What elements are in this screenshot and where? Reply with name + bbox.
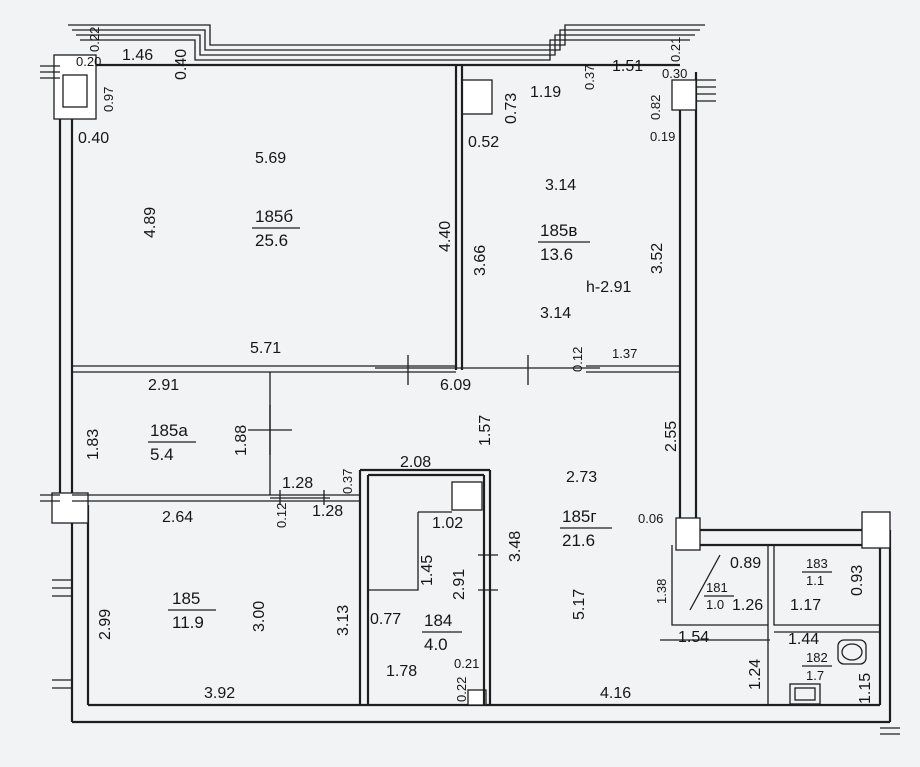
dim-2-08: 2.08 xyxy=(400,454,431,471)
dim-0-89: 0.89 xyxy=(730,555,761,572)
dim-1-45: 1.45 xyxy=(419,555,436,586)
dim-0-19: 0.19 xyxy=(650,129,675,144)
dim-3-00: 3.00 xyxy=(251,601,268,632)
interior-walls xyxy=(72,65,880,705)
room-181-area: 1.0 xyxy=(706,597,724,612)
dim-1-38: 1.38 xyxy=(654,579,669,604)
dim-3-92: 3.92 xyxy=(204,685,235,702)
dim-4-16: 4.16 xyxy=(600,685,631,702)
room-185a-area: 5.4 xyxy=(150,445,174,464)
dim-1-46: 1.46 xyxy=(122,47,153,64)
dim-0-12-mid: 0.12 xyxy=(570,347,585,372)
dim-0-21-bottom: 0.21 xyxy=(454,656,479,671)
dim-1-15: 1.15 xyxy=(857,673,874,704)
dim-1-44: 1.44 xyxy=(788,631,819,648)
dim-2-73: 2.73 xyxy=(566,469,597,486)
room-182-number: 182 xyxy=(806,650,828,665)
dim-1-19: 1.19 xyxy=(530,84,561,101)
dim-2-91-hall: 2.91 xyxy=(148,377,179,394)
dim-0-77: 0.77 xyxy=(370,611,401,628)
room-183-area: 1.1 xyxy=(806,573,824,588)
dim-0-40-top: 0.40 xyxy=(173,49,190,80)
room-labels: 185б 25.6 185в 13.6 h-2.91 185а 5.4 185 … xyxy=(148,207,832,683)
room-185v-number: 185в xyxy=(540,221,577,240)
dimension-labels: 0.22 0.20 1.46 0.40 0.97 0.40 0.73 1.19 … xyxy=(76,27,874,704)
dim-1-24: 1.24 xyxy=(747,659,764,690)
room-185a-number: 185а xyxy=(150,421,188,440)
dim-0-37-mid: 0.37 xyxy=(340,469,355,494)
room-183-number: 183 xyxy=(806,556,828,571)
dim-3-52: 3.52 xyxy=(649,243,666,274)
dim-1-51: 1.51 xyxy=(612,58,643,75)
dim-1-28-b: 1.28 xyxy=(312,503,343,520)
dim-1-17: 1.17 xyxy=(790,597,821,614)
dim-3-14-top: 3.14 xyxy=(545,177,576,194)
dim-1-78: 1.78 xyxy=(386,663,417,680)
dim-2-64: 2.64 xyxy=(162,509,193,526)
dim-0-37-top: 0.37 xyxy=(582,65,597,90)
dim-2-91-bath: 2.91 xyxy=(451,569,468,600)
room-185b-number: 185б xyxy=(255,207,293,226)
dim-1-83: 1.83 xyxy=(85,429,102,460)
dim-0-52: 0.52 xyxy=(468,134,499,151)
bathroom-fixtures xyxy=(789,639,867,705)
dim-0-73: 0.73 xyxy=(503,93,520,124)
dim-2-55: 2.55 xyxy=(663,421,680,452)
dim-1-54: 1.54 xyxy=(678,629,709,646)
dim-0-40-left: 0.40 xyxy=(78,130,109,147)
room-185g-number: 185г xyxy=(562,507,597,526)
dim-0-82: 0.82 xyxy=(648,95,663,120)
dim-0-12-left: 0.12 xyxy=(274,503,289,528)
dim-3-48: 3.48 xyxy=(507,531,524,562)
dim-4-89: 4.89 xyxy=(142,207,159,238)
room-185b-area: 25.6 xyxy=(255,231,288,250)
dim-5-69: 5.69 xyxy=(255,150,286,167)
dim-0-22-bottom: 0.22 xyxy=(454,677,469,702)
dim-6-09: 6.09 xyxy=(440,377,471,394)
room-182-area: 1.7 xyxy=(806,668,824,683)
dim-1-88: 1.88 xyxy=(233,425,250,456)
dim-1-37: 1.37 xyxy=(612,346,637,361)
dim-0-30: 0.30 xyxy=(662,66,687,81)
dim-0-93: 0.93 xyxy=(849,565,866,596)
dim-3-66: 3.66 xyxy=(472,245,489,276)
columns xyxy=(40,54,900,735)
dim-0-21-top: 0.21 xyxy=(668,37,683,62)
room-184-number: 184 xyxy=(424,611,452,630)
room-185-area: 11.9 xyxy=(172,613,204,632)
room-185v-area: 13.6 xyxy=(540,245,573,264)
dim-2-99: 2.99 xyxy=(97,609,114,640)
dim-0-97: 0.97 xyxy=(101,87,116,112)
dim-1-57: 1.57 xyxy=(477,415,494,446)
dim-5-71: 5.71 xyxy=(250,340,281,357)
room-181-number: 181 xyxy=(706,580,728,595)
dim-1-02: 1.02 xyxy=(432,515,463,532)
dim-0-22: 0.22 xyxy=(87,27,102,52)
ceiling-height: h-2.91 xyxy=(586,279,631,296)
dim-0-06: 0.06 xyxy=(638,511,663,526)
dim-3-13: 3.13 xyxy=(335,605,352,636)
dim-4-40: 4.40 xyxy=(437,221,454,252)
dim-1-28-a: 1.28 xyxy=(282,475,313,492)
dim-3-14-bottom: 3.14 xyxy=(540,305,571,322)
dim-1-26: 1.26 xyxy=(732,597,763,614)
room-185-number: 185 xyxy=(172,589,200,608)
room-185g-area: 21.6 xyxy=(562,531,595,550)
room-184-area: 4.0 xyxy=(424,635,448,654)
dim-5-17: 5.17 xyxy=(571,589,588,620)
dim-0-20: 0.20 xyxy=(76,54,101,69)
